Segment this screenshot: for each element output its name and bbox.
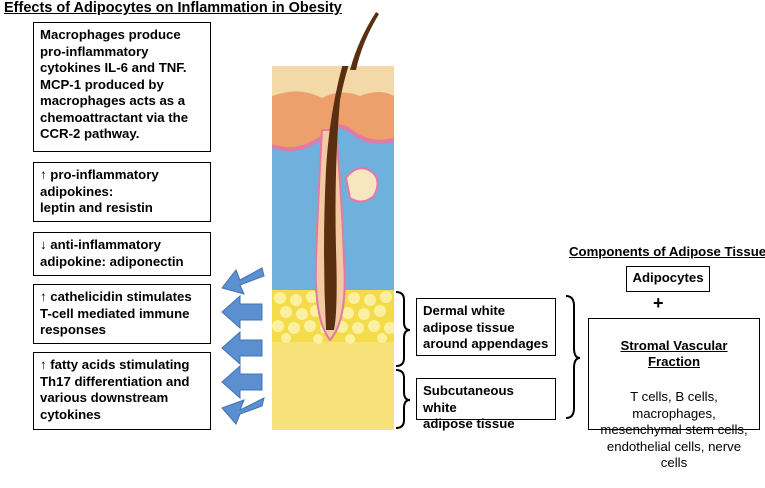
- subcutaneous-adipose-box: Subcutaneous white adipose tissue: [416, 378, 556, 431]
- skin-illustration: [221, 12, 581, 430]
- bracket-dermal: [395, 291, 411, 367]
- arrow-5: [221, 397, 265, 425]
- arrows: [221, 267, 265, 425]
- adipocytes-box: Adipocytes: [626, 266, 710, 292]
- hair-shaft: [324, 66, 349, 330]
- arrow-3: [221, 330, 263, 366]
- components-title: Components of Adipose Tissues: [569, 244, 765, 259]
- dermal-adipose-box: Dermal white adipose tissue around appen…: [416, 298, 556, 356]
- bracket-components: [565, 295, 581, 419]
- effect-box-fatty-acids: ↑ fatty acids stimulating Th17 different…: [33, 352, 211, 430]
- subcutaneous-fat-layer: [272, 340, 394, 430]
- svf-title: Stromal Vascular Fraction: [620, 337, 728, 370]
- bracket-subcutaneous: [395, 369, 411, 429]
- arrow-4: [221, 364, 263, 400]
- basement-membrane: [272, 124, 394, 151]
- plus-sign: +: [653, 293, 664, 313]
- tissue-brackets: [395, 291, 581, 429]
- arrow-2: [221, 294, 263, 330]
- effect-box-pro-inflammatory: ↑ pro-inflammatory adipokines: leptin an…: [33, 162, 211, 222]
- effect-box-anti-inflammatory: ↓ anti-inflammatory adipokine: adiponect…: [33, 232, 211, 276]
- svf-box: Stromal Vascular Fraction T cells, B cel…: [588, 318, 760, 470]
- effect-box-macrophages: Macrophages produce pro-inflammatory cyt…: [33, 22, 211, 152]
- svf-body: T cells, B cells, macrophages, mesenchym…: [600, 389, 748, 470]
- diagram-title: Effects of Adipocytes on Inflammation in…: [4, 0, 342, 16]
- arrow-1: [221, 267, 265, 295]
- hair-tip: [350, 12, 379, 70]
- effect-box-cathelicidin: ↑ cathelicidin stimulates T-cell mediate…: [33, 284, 211, 344]
- sebaceous-gland: [344, 167, 379, 203]
